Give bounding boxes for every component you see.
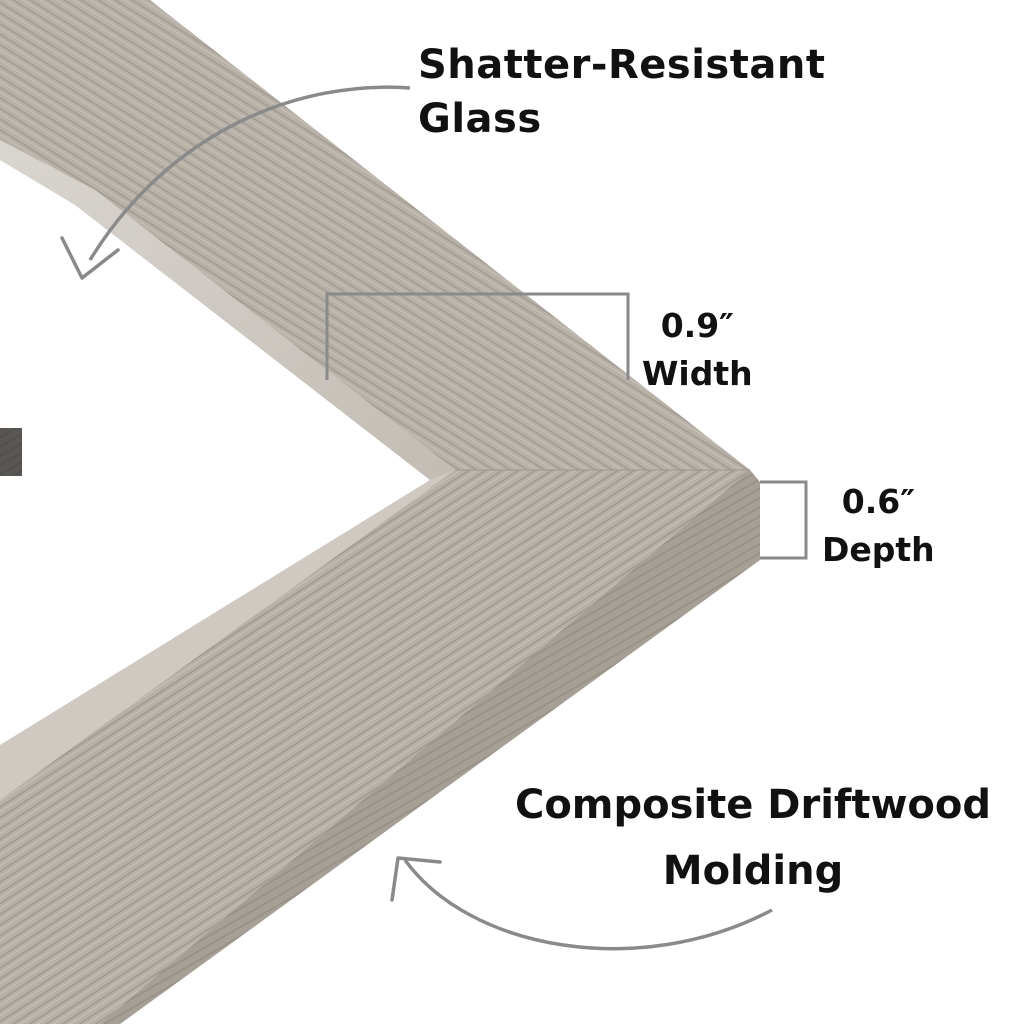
molding-feature-label: Composite Driftwood Molding bbox=[510, 772, 996, 904]
width-bracket bbox=[325, 292, 630, 380]
width-value: 0.9″ bbox=[660, 306, 734, 345]
depth-value: 0.6″ bbox=[841, 482, 915, 521]
glass-label-line2: Glass bbox=[418, 96, 542, 142]
width-feature-label: 0.9″ Width bbox=[642, 302, 753, 398]
molding-label-line2: Molding bbox=[662, 848, 844, 894]
frame-inner-lip-bottom bbox=[0, 470, 455, 800]
depth-bracket bbox=[760, 480, 808, 560]
molding-label-line1: Composite Driftwood bbox=[514, 782, 992, 828]
depth-label: Depth bbox=[822, 530, 935, 569]
depth-feature-label: 0.6″ Depth bbox=[822, 478, 935, 574]
mat-area bbox=[0, 150, 430, 745]
frame-side-face bbox=[100, 470, 760, 1024]
molding-arrow bbox=[403, 858, 773, 951]
frame-top-rail bbox=[0, 0, 750, 470]
glass-feature-label: Shatter-Resistant Glass bbox=[418, 38, 825, 146]
glass-label-line1: Shatter-Resistant bbox=[418, 42, 826, 88]
width-label: Width bbox=[642, 354, 753, 393]
glass-arrow bbox=[88, 85, 411, 261]
frame-bottom-rail bbox=[0, 470, 750, 1024]
